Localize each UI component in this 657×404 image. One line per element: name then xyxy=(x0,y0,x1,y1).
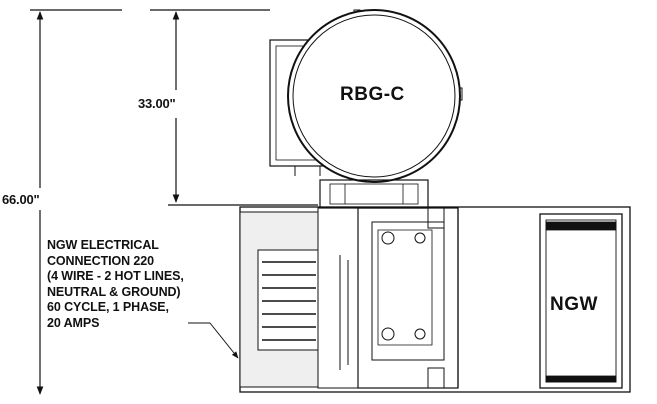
ngw-label: NGW xyxy=(550,294,598,315)
electrical-note-line: CONNECTION 220 xyxy=(47,253,154,268)
electrical-note-line: 20 AMPS xyxy=(47,315,100,330)
electrical-note-line: (4 WIRE - 2 HOT LINES, xyxy=(47,269,184,284)
upper-height-dimension xyxy=(150,9,318,206)
rbg-c-unit xyxy=(269,9,463,183)
upper-height-label: 33.00" xyxy=(138,96,176,111)
total-height-label: 66.00" xyxy=(2,192,40,207)
ngw-unit xyxy=(239,179,631,393)
electrical-note-leader xyxy=(188,322,239,359)
electrical-note-line: NGW ELECTRICAL xyxy=(47,238,159,252)
electrical-note-line: 60 CYCLE, 1 PHASE, xyxy=(47,300,169,315)
rbg-c-label: RBG-C xyxy=(340,84,405,105)
electrical-note: NGW ELECTRICAL CONNECTION 220 (4 WIRE - … xyxy=(47,238,184,332)
electrical-note-line: NEUTRAL & GROUND) xyxy=(47,284,181,299)
total-height-dimension xyxy=(30,9,122,395)
